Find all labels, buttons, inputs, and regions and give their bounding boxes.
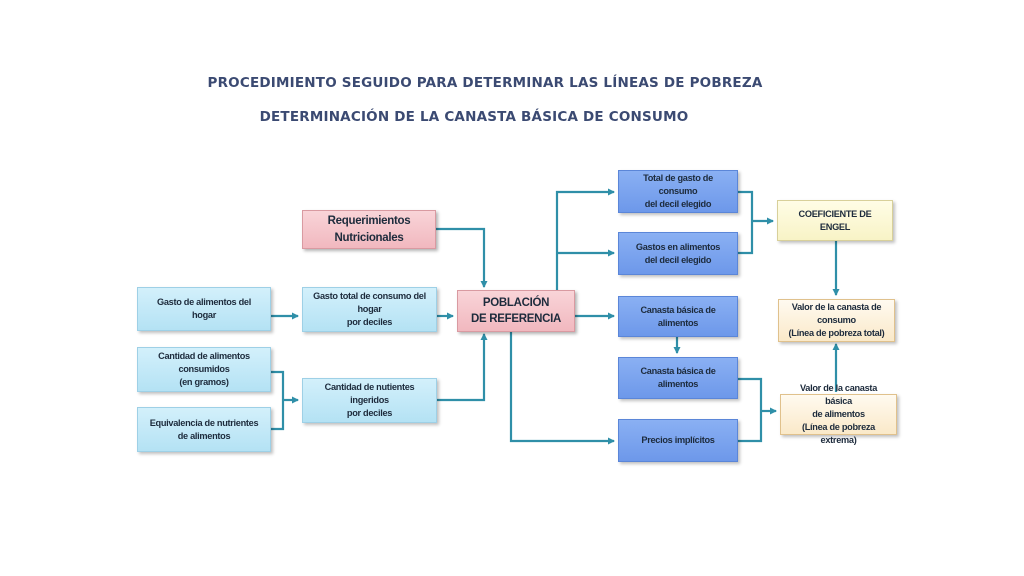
node-gastos-alimentos-decil: Gastos en alimentos del decil elegido	[618, 232, 738, 275]
node-valor-canasta-consumo: Valor de la canasta de consumo (Línea de…	[778, 299, 895, 342]
node-requerimientos-nutricionales: Requerimientos Nutricionales	[302, 210, 436, 249]
node-canasta-basica-2: Canasta básica de alimentos	[618, 357, 738, 399]
edge-poblacion-to-precios	[509, 332, 615, 445]
node-cantidad-nutrientes: Cantidad de nutientes ingeridos por deci…	[302, 378, 437, 423]
node-canasta-basica-1: Canasta básica de alimentos	[618, 296, 738, 337]
node-total-gasto-decil: Total de gasto de consumo del decil eleg…	[618, 170, 738, 213]
edge-requerimientos-to-poblacion	[436, 227, 488, 288]
node-gasto-total-consumo: Gasto total de consumo del hogar por dec…	[302, 287, 437, 332]
node-poblacion-referencia: POBLACIÓN DE REFERENCIA	[457, 290, 575, 332]
node-equivalencia-nutrientes: Equivalencia de nutrientes de alimentos	[137, 407, 271, 452]
edge-nutrientes-to-poblacion	[437, 333, 488, 402]
edge-cantidad-merge	[271, 370, 285, 431]
node-valor-canasta-alimentos: Valor de la canasta básica de alimentos …	[780, 383, 897, 445]
node-gasto-alimentos-hogar: Gasto de alimentos del hogar	[137, 287, 271, 331]
edge-canasta-precios-merge	[738, 377, 763, 443]
edge-poblacion-to-totalgasto	[555, 188, 615, 290]
node-coeficiente-engel: COEFICIENTE DE ENGEL	[777, 200, 893, 241]
edge-decil-merge	[738, 190, 754, 255]
subtitle: DETERMINACIÓN DE LA CANASTA BÁSICA DE CO…	[259, 109, 689, 125]
node-precios-implicitos: Precios implícitos	[618, 419, 738, 462]
node-cantidad-alimentos: Cantidad de alimentos consumidos (en gra…	[137, 347, 271, 392]
main-title: PROCEDIMIENTO SEGUIDO PARA DETERMINAR LA…	[207, 75, 763, 91]
